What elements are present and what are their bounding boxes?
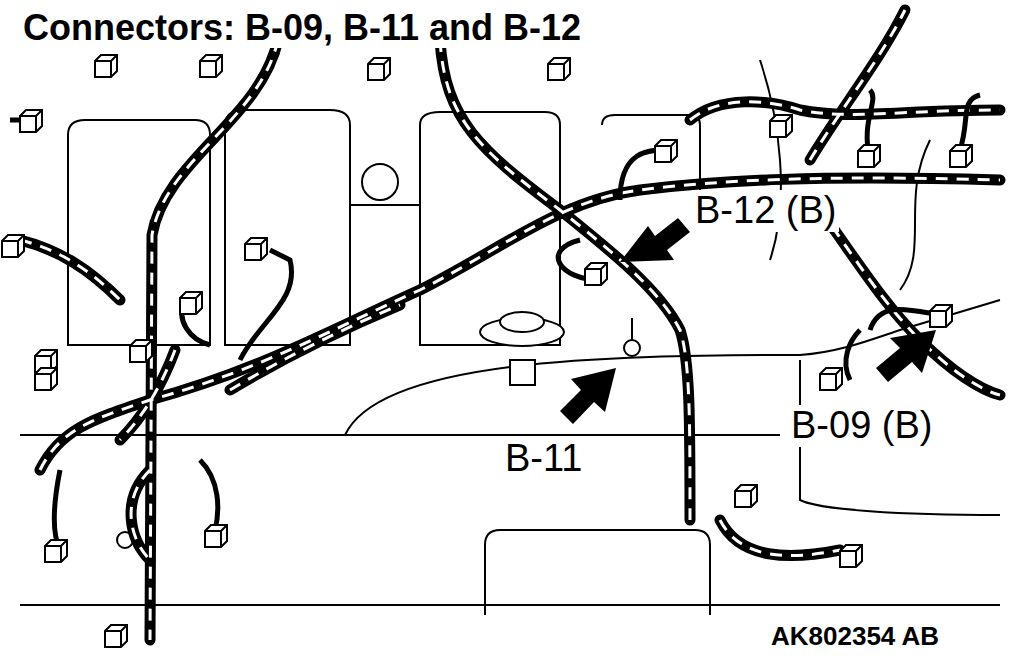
connector-label: B-09 (B) (788, 405, 935, 447)
connector-label: B-12 (B) (692, 190, 839, 232)
connector-label: B-11 (502, 438, 585, 480)
figure-code: AK802354 AB (768, 622, 942, 651)
diagram-title: Connectors: B-09, B-11 and B-12 (20, 8, 584, 48)
